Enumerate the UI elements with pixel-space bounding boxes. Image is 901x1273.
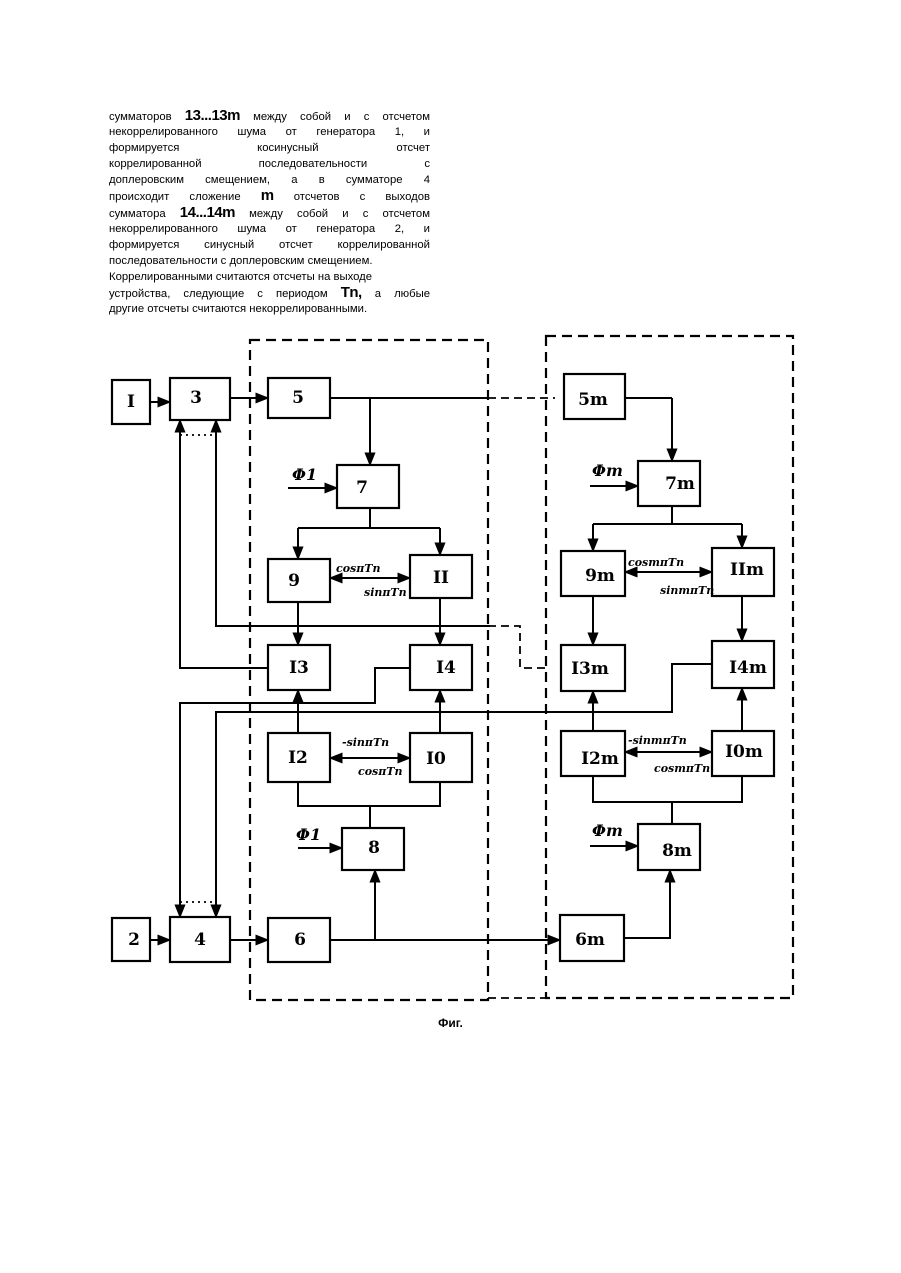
dashed-bus-cos	[488, 626, 548, 668]
label-11m: IIm	[730, 560, 764, 580]
figure-caption: Фиг.	[0, 1016, 901, 1030]
wire-8-split	[298, 782, 440, 806]
phim-bottom-label: Φm	[592, 821, 623, 840]
label-13: I3	[289, 658, 309, 678]
block-7	[337, 465, 399, 508]
cos-left-label: cosπTn	[336, 562, 380, 575]
wire-8m-split	[593, 776, 742, 802]
label-11: II	[433, 568, 449, 588]
msin-right-label: -sinmπTn	[628, 734, 687, 747]
label-12m: I2m	[581, 749, 619, 769]
label-7: 7	[356, 478, 368, 498]
sin-right-label: sinmπTn	[660, 584, 714, 597]
msin-left-label: -sinπTn	[342, 736, 389, 749]
label-2: 2	[128, 930, 140, 950]
label-3: 3	[190, 388, 202, 408]
label-6m: 6m	[575, 930, 605, 950]
label-5m: 5m	[578, 390, 608, 410]
sin-left-label: sinπTn	[364, 586, 407, 599]
phi1-bottom-label: Φ1	[296, 825, 321, 844]
label-10: I0	[426, 749, 446, 769]
label-7m: 7m	[665, 474, 695, 494]
phim-top-label: Φm	[592, 461, 623, 480]
label-6: 6	[294, 930, 306, 950]
wire-13-3	[180, 420, 268, 668]
cos-right-label: cosmπTn	[628, 556, 684, 569]
label-5: 5	[292, 388, 304, 408]
cos-right2-label: cosmπTn	[654, 762, 710, 775]
phi1-top-label: Φ1	[292, 465, 317, 484]
label-9: 9	[288, 571, 300, 591]
label-1: I	[127, 392, 135, 412]
label-12: I2	[288, 748, 308, 768]
label-14m: I4m	[729, 658, 767, 678]
wire-6m-8m	[624, 870, 670, 938]
label-13m: I3m	[571, 659, 609, 679]
label-10m: I0m	[725, 742, 763, 762]
label-8: 8	[368, 838, 380, 858]
label-4: 4	[194, 930, 206, 950]
cos-left2-label: cosπTn	[358, 765, 402, 778]
label-9m: 9m	[585, 566, 615, 586]
label-14: I4	[436, 658, 456, 678]
label-8m: 8m	[662, 841, 692, 861]
